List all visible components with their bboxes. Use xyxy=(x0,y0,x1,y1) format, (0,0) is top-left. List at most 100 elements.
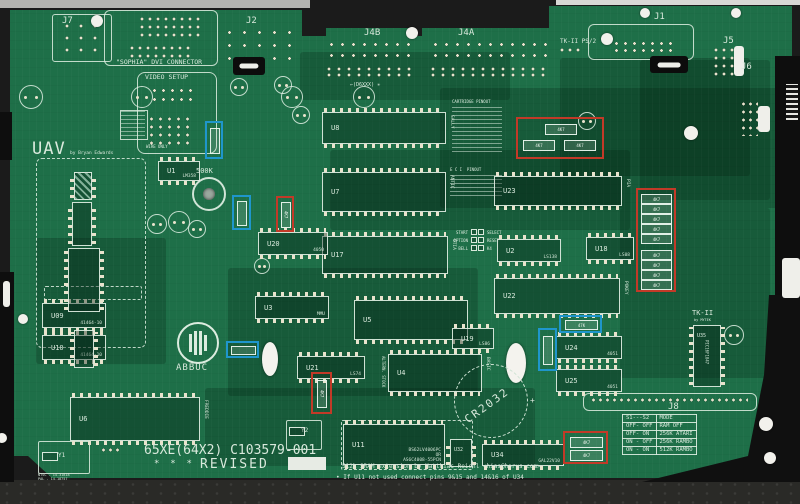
chip-label: U25 xyxy=(565,376,578,385)
resistor xyxy=(210,128,220,154)
chip-label: U17 xyxy=(331,251,344,259)
chip-u32: U32 xyxy=(446,439,476,467)
silkscreen-outline xyxy=(104,10,218,66)
fine-print-lines xyxy=(452,107,502,153)
chip-g3 xyxy=(64,248,104,312)
pad-field xyxy=(147,115,189,145)
silkscreen-outline xyxy=(52,14,112,62)
console-key-label: START xyxy=(455,229,468,235)
chip-function-label: PIA xyxy=(625,179,630,188)
resistor: 4K7 xyxy=(317,380,327,408)
mounting-hole xyxy=(0,433,7,443)
chip-function-label: ANTIC xyxy=(449,175,454,189)
pad-field xyxy=(590,396,748,405)
chip-part-number: LS08 xyxy=(619,253,630,258)
mounting-hole xyxy=(764,452,776,464)
capacitor xyxy=(578,112,596,130)
pad-field xyxy=(612,40,676,54)
solder-pads xyxy=(471,237,484,243)
chip-g4 xyxy=(70,330,98,368)
connector-label-j1: J1 xyxy=(654,12,665,22)
chip-label: U4 xyxy=(397,369,406,377)
board-edge-left-1 xyxy=(0,112,12,160)
pad-field xyxy=(430,39,548,63)
silkscreen-outline xyxy=(286,420,322,450)
mode-table-header: MODE xyxy=(655,414,697,423)
chip-part-number: 4051 xyxy=(607,385,618,390)
chip-label: U21 xyxy=(306,363,319,372)
chip-part-number: LM358 xyxy=(182,174,196,179)
pad-field xyxy=(100,446,120,454)
capacitor xyxy=(281,86,303,108)
fine-print-lines xyxy=(121,111,145,137)
chip-part-number: 41464-10 xyxy=(80,353,102,358)
mounting-hole xyxy=(731,8,741,18)
scanner-strip-topright xyxy=(556,0,800,5)
capacitor xyxy=(292,106,310,124)
connector-label-j5: J5 xyxy=(723,36,734,46)
wire-only-label: WIRE ONLY xyxy=(146,144,168,149)
sram-note: 512k SRAM extension by Matthias Reichl <… xyxy=(342,463,541,470)
y1-freq-pal: PAL - 14.18757 xyxy=(38,477,68,481)
resistor: 4K7 xyxy=(641,270,672,280)
uav-title: UAV xyxy=(32,139,66,159)
mode-table-cell: ON - ON xyxy=(622,446,657,455)
dc-jack xyxy=(650,56,688,73)
capacitor xyxy=(131,86,153,108)
y1-label: Y1 xyxy=(58,452,66,459)
pad-field xyxy=(128,44,194,60)
resistor: 4K7 xyxy=(641,224,672,234)
silkscreen-outline xyxy=(36,158,146,348)
edge-card-connector xyxy=(786,84,798,120)
sophia-connector-label: "SOPHIA" DVI CONNECTOR xyxy=(116,58,203,66)
chip-part-number: LS86 xyxy=(479,342,490,347)
capacitor xyxy=(230,78,248,96)
uav-byline: by Bryan Edwards xyxy=(70,151,114,156)
chip-g2 xyxy=(68,202,96,246)
mode-table-cell: ON - OFF xyxy=(622,438,657,447)
chip-label: U5 xyxy=(363,316,372,324)
chip-label: U8 xyxy=(331,124,340,132)
chip-label: U09 xyxy=(51,311,64,320)
connector-slot xyxy=(758,106,770,132)
battery-label: CR2032 xyxy=(462,385,512,426)
cartridge-pinout-label: CARTRIDGE PINOUT xyxy=(452,99,491,104)
chip-label: U19 xyxy=(461,334,474,343)
connector-label-j4a: J4A xyxy=(458,28,475,38)
chip-part-number: LS74 xyxy=(350,372,361,377)
chip-label: U22 xyxy=(503,292,516,300)
console-key-label: K4 xyxy=(487,245,492,251)
red-annotation-box: 4K7 xyxy=(311,372,332,414)
pad-field xyxy=(324,66,414,78)
pad-field xyxy=(150,86,192,106)
resistor: 4K7 xyxy=(281,202,291,228)
revised-text: REVISED xyxy=(200,457,269,472)
connector-label-j7: J7 xyxy=(62,16,73,26)
mounting-hole xyxy=(640,8,650,18)
silkscreen-outline xyxy=(588,24,694,60)
mounting-hole xyxy=(601,33,613,45)
chip-label: U3 xyxy=(264,303,273,312)
resistor: 4K7 xyxy=(564,140,596,151)
pad-field xyxy=(740,100,758,136)
mounting-slot xyxy=(262,342,278,376)
chip-u5: U5 xyxy=(354,296,468,344)
capacitor xyxy=(724,325,744,345)
y1-freq-ntsc: NTSC - 14.31818 xyxy=(38,473,70,477)
